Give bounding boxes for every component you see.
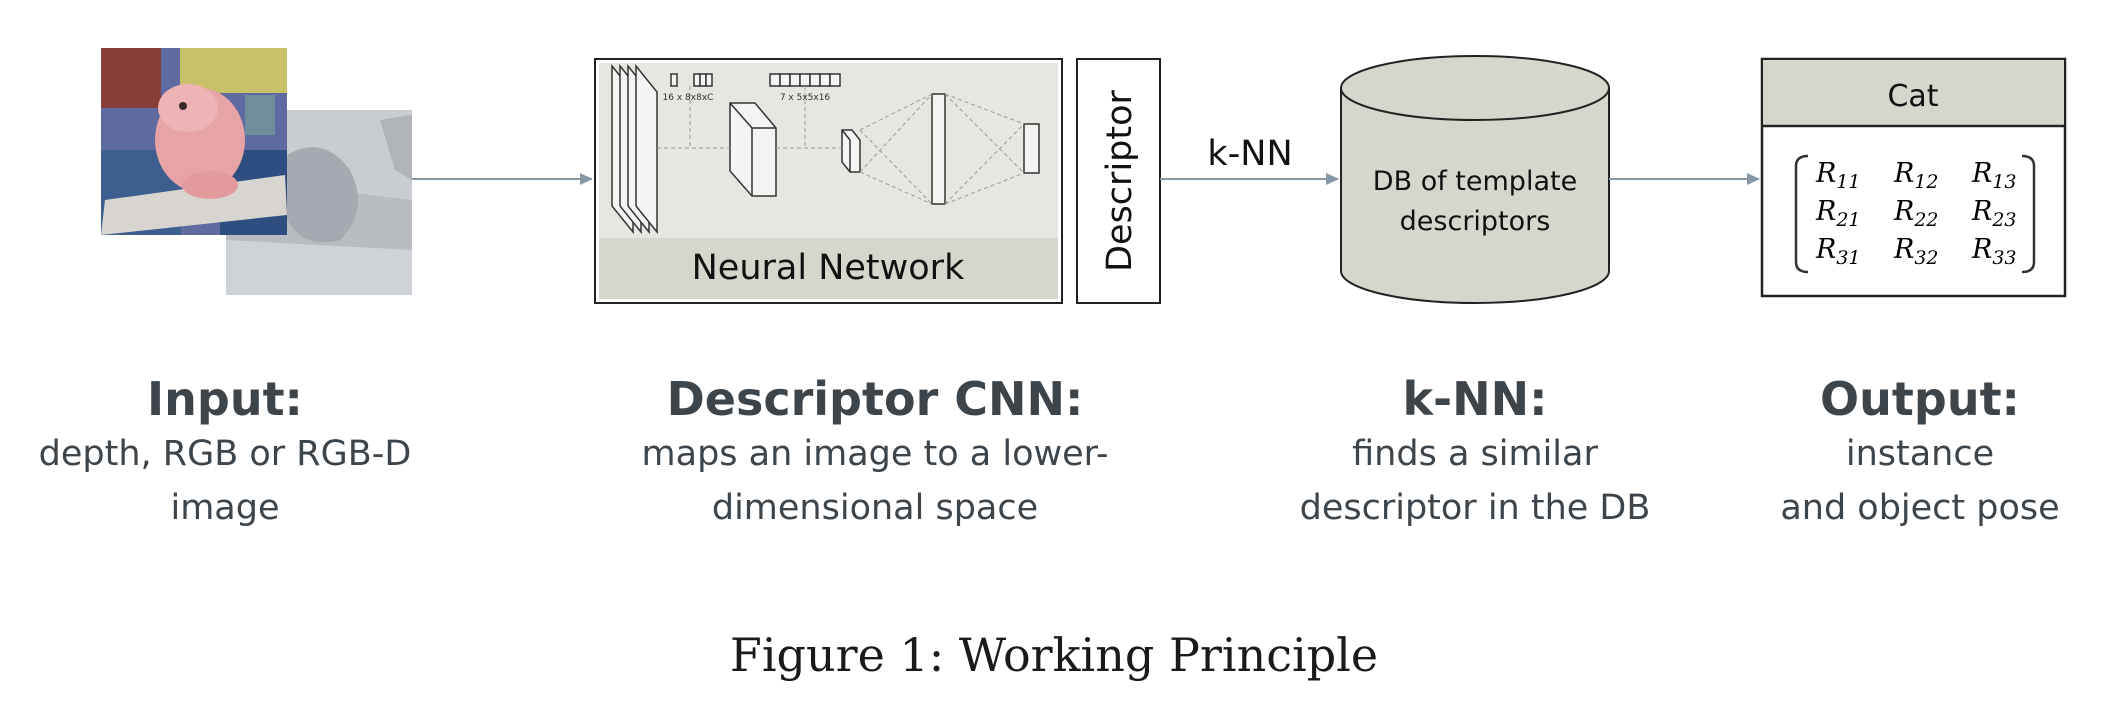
input-description-line1: depth, RGB or RGB-D (38, 434, 412, 474)
template-database: DB of template descriptors (1340, 55, 1610, 304)
rotation-matrix: R11 R12 R13 R21 R22 R23 R31 R32 R33 (1794, 154, 2036, 274)
matrix-cell-r21: R21 (1815, 196, 1861, 231)
rgb-image (101, 48, 287, 235)
descriptor-label: Descriptor (1100, 89, 1140, 271)
knn-description-line2: descriptor in the DB (1299, 488, 1651, 528)
matrix-cell-r23: R23 (1971, 196, 2017, 231)
knn-edge-label: k-NN (1207, 134, 1292, 174)
descriptor-box: Descriptor (1076, 58, 1161, 304)
output-column: Output: instance and object pose (1745, 371, 2095, 535)
knn-heading: k-NN: (1402, 372, 1548, 426)
matrix-cell-r22: R22 (1893, 196, 1939, 231)
layer-label-2: 7 x 5x5x16 (780, 93, 831, 103)
input-heading: Input: (147, 372, 303, 426)
database-label-line2: descriptors (1400, 206, 1551, 237)
matrix-left-bracket (1794, 154, 1809, 274)
network-layers-illustration (611, 63, 1040, 235)
descriptor-cnn-description-line2: dimensional space (711, 488, 1039, 528)
database-label-line1: DB of template (1373, 166, 1577, 197)
figure-caption: Figure 1: Working Principle (729, 628, 1379, 682)
output-description-line2: and object pose (1780, 488, 2060, 528)
input-images (101, 48, 412, 295)
neural-network-label: Neural Network (692, 248, 965, 288)
neural-network-box: 16 x 8x8xC 7 x 5x5x16 Neural Network (594, 58, 1063, 304)
network-connections (657, 86, 1025, 205)
output-heading: Output: (1820, 372, 2020, 426)
depth-image (226, 110, 412, 295)
matrix-cell-r11: R11 (1815, 158, 1860, 193)
pipeline-diagram: 16 x 8x8xC 7 x 5x5x16 Neural Network Des… (101, 48, 2067, 304)
descriptor-cnn-heading: Descriptor CNN: (666, 372, 1084, 426)
matrix-right-bracket (2021, 154, 2036, 274)
input-description-line2: image (170, 488, 280, 528)
matrix-cell-r32: R32 (1893, 234, 1939, 269)
knn-column: k-NN: finds a similar descriptor in the … (1270, 371, 1680, 535)
output-class-label: Cat (1887, 79, 1938, 114)
output-description-line1: instance (1845, 434, 1995, 474)
matrix-cell-r12: R12 (1893, 158, 1939, 193)
matrix-cell-r13: R13 (1971, 158, 2017, 193)
knn-description-line1: finds a similar (1352, 434, 1598, 474)
matrix-cell-r33: R33 (1971, 234, 2017, 269)
input-column: Input: depth, RGB or RGB-D image (0, 371, 450, 535)
output-box: Cat R11 R12 R13 R21 R22 R23 R31 R32 R33 (1760, 57, 2067, 298)
descriptor-cnn-description-line1: maps an image to a lower- (641, 434, 1109, 474)
layer-label-1: 16 x 8x8xC (663, 93, 714, 103)
matrix-cell-r31: R31 (1815, 234, 1861, 269)
descriptor-cnn-column: Descriptor CNN: maps an image to a lower… (560, 371, 1190, 535)
